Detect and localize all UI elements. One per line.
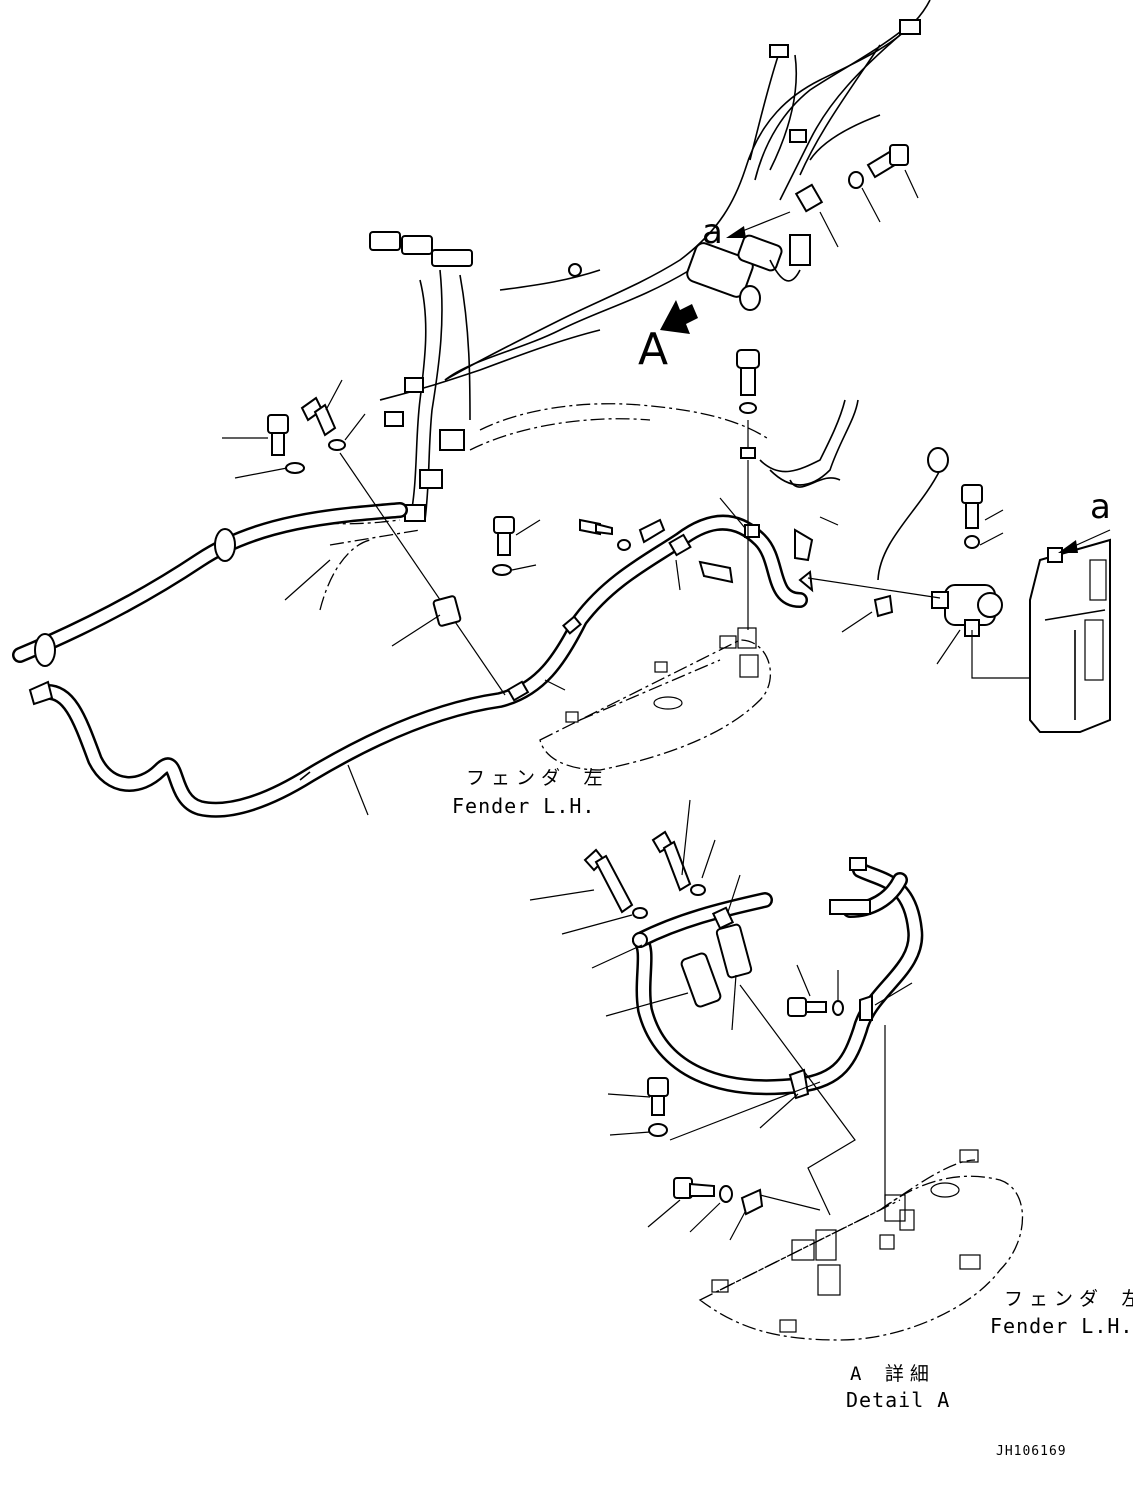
ref-a-label-upper: a [702,212,723,252]
cable-branch-center [759,399,859,488]
view-arrow-icon [660,300,698,334]
bolts-left [222,379,506,696]
fender-label-jp-bottom: フェンダ 左 [1004,1288,1133,1310]
fender-upper [539,460,771,771]
sleeve-left [347,595,566,816]
drawing-code: JH106169 [996,1444,1067,1459]
view-arrow-label: A [638,324,669,375]
bolt-center [736,349,760,459]
battery-relay-right [807,447,1030,679]
battery-box-bracket [1029,538,1111,733]
fender-lower [698,1149,1024,1341]
dashed-harness-routing [299,403,771,611]
fender-label-jp-top: フェンダ 左 [466,767,609,789]
bolt-upper-right [819,144,919,248]
battery-cable [28,514,814,818]
detail-label-en: Detail A [846,1388,951,1412]
fender-label-en-top: Fender L.H. [452,794,596,818]
bolt-right [961,484,1004,549]
bolts-center-left [492,497,839,591]
ref-a-label-right: a [1090,487,1111,527]
ref-a-leader-upper [739,211,791,233]
detail-label-jp: A 詳細 [850,1363,935,1385]
main-hose-left [12,502,408,667]
relay-assembly-upper [686,183,824,311]
fender-label-en-bottom: Fender L.H. [990,1314,1133,1338]
upper-harness-bundle [369,0,931,522]
detail-a-assembly [529,799,924,1241]
